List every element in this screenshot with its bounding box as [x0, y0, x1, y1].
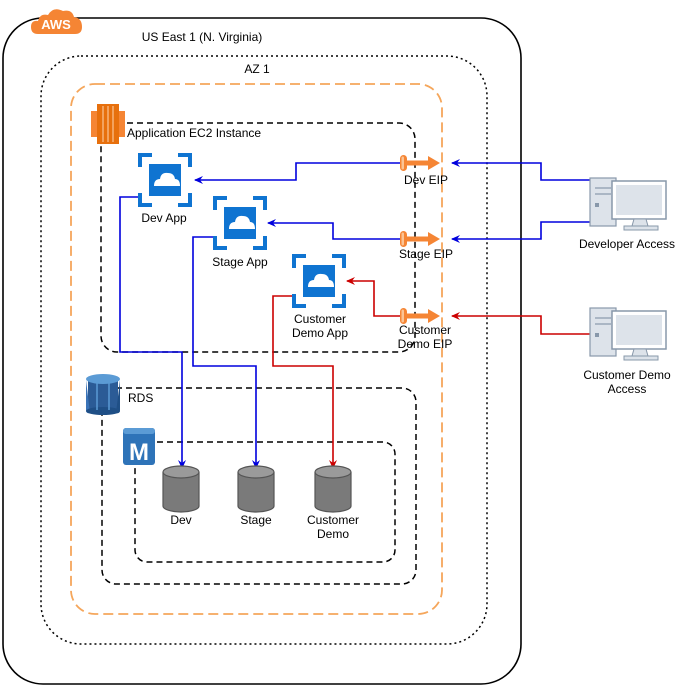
stage-app-icon	[213, 196, 267, 250]
dev-app-to-dev-db-line	[119, 196, 186, 469]
ec2-label: Application EC2 Instance	[127, 126, 261, 140]
rds-label: RDS	[128, 391, 153, 405]
stage-app-to-stage-db-line	[192, 236, 260, 469]
dev-database-icon	[162, 465, 200, 513]
developer-access-label: Developer Access	[579, 237, 675, 251]
db-instance-container	[134, 441, 396, 563]
aws-logo: AWS	[31, 9, 82, 34]
dev-eip-icon	[400, 155, 440, 171]
stage-database-icon	[237, 465, 275, 513]
developer-to-stage-eip-line	[451, 221, 590, 243]
rds-icon	[86, 374, 120, 415]
ec2-icon	[91, 104, 125, 144]
demo-app-to-demo-db-line	[272, 295, 337, 469]
customer-access-label-line2: Access	[608, 382, 647, 396]
customer-computer-icon	[589, 307, 667, 361]
demo-database-icon	[314, 465, 352, 513]
ec2-instance-container	[100, 122, 416, 353]
developer-computer-icon	[589, 177, 667, 231]
region-label: US East 1 (N. Virginia)	[142, 30, 263, 44]
stage-eip-to-stage-app-line	[267, 219, 400, 240]
rds-container	[101, 387, 417, 585]
stage-app-label: Stage App	[212, 255, 268, 269]
demo-app-label-line2: Demo App	[292, 326, 348, 340]
demo-eip-label-line1: Customer	[399, 323, 451, 337]
db-instance-icon: M	[123, 428, 155, 466]
demo-eip-label-line2: Demo EIP	[398, 337, 453, 351]
connections	[119, 159, 590, 469]
stage-eip-label: Stage EIP	[399, 247, 453, 261]
demo-app-icon	[292, 254, 346, 308]
dev-database-label: Dev	[170, 513, 191, 527]
developer-to-dev-eip-line	[451, 159, 590, 181]
dev-app-label: Dev App	[141, 211, 187, 225]
stage-eip-icon	[400, 231, 440, 247]
aws-logo-label: AWS	[41, 17, 71, 32]
stage-database-label: Stage	[240, 513, 272, 527]
demo-eip-to-demo-app-line	[346, 277, 400, 317]
customer-access-label-line1: Customer Demo	[583, 368, 671, 382]
dev-app-icon	[138, 153, 192, 207]
dev-eip-label: Dev EIP	[404, 173, 448, 187]
region-container	[2, 17, 522, 685]
demo-database-label-line2: Demo	[317, 527, 349, 541]
dev-eip-to-dev-app-line	[194, 162, 400, 184]
az-label: AZ 1	[244, 62, 270, 76]
customer-to-demo-eip-line	[451, 312, 590, 335]
demo-app-label-line1: Customer	[294, 312, 346, 326]
demo-database-label-line1: Customer	[307, 513, 359, 527]
demo-eip-icon	[400, 308, 440, 324]
security-group-container	[70, 83, 443, 615]
db-instance-letter: M	[129, 439, 149, 466]
